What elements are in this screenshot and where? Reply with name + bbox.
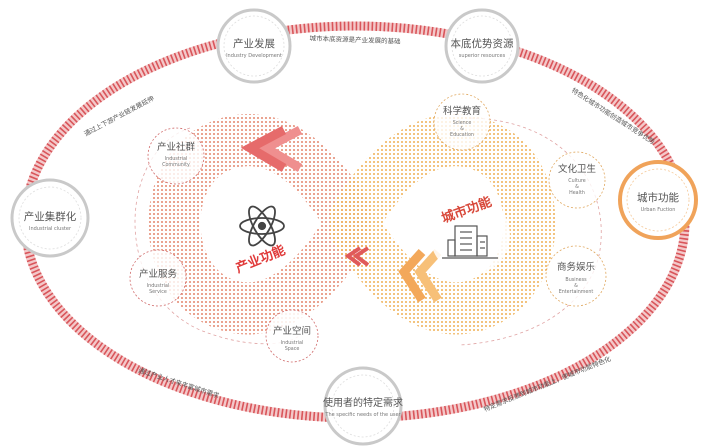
industry-service-cn: 产业服务	[139, 268, 178, 280]
node-industrial-cluster: 产业集群化 Industrial cluster	[10, 178, 90, 258]
node-industrial-cluster-cn: 产业集群化	[24, 210, 77, 223]
node-specific-needs: 使用者的特定需求 The specific needs of the user	[323, 366, 403, 446]
industry-space-cn: 产业空间	[273, 325, 311, 337]
city-lobe	[330, 114, 556, 335]
chevron-arrows-top-left	[240, 126, 303, 172]
city-education-cn: 科学教育	[443, 105, 481, 117]
city-culture-cn: 文化卫生	[558, 163, 597, 175]
city-business-en1: Business	[565, 277, 587, 283]
industry-item-service: 产业服务 Industrial Service	[129, 249, 187, 307]
atom-icon	[239, 205, 285, 247]
city-culture-en1: Culture	[568, 178, 586, 184]
city-culture-en2: &	[575, 184, 579, 190]
city-culture-en3: Health	[569, 190, 585, 196]
node-industry-development-cn: 产业发展	[233, 37, 275, 50]
city-item-education: 科学教育 Science & Education	[433, 93, 491, 151]
industry-space-en2: Space	[285, 346, 300, 352]
industry-service-en1: Industrial	[147, 283, 170, 289]
chevron-arrows-bottom-right	[398, 248, 442, 303]
node-industry-development-en: Industry Development	[226, 53, 282, 59]
node-superior-resources-cn: 本底优势资源	[451, 37, 514, 50]
industry-item-community: 产业社群 Industrial Community	[147, 127, 205, 185]
node-urban-function: 城市功能 Urban Fuction	[618, 160, 698, 240]
city-center: 城市功能	[430, 194, 510, 275]
node-industry-development: 产业发展 Industry Development	[216, 8, 292, 84]
building-icon	[442, 225, 498, 259]
industry-service-en2: Service	[149, 289, 167, 295]
industry-community-en1: Industrial	[165, 156, 188, 162]
city-business-en2: &	[574, 283, 578, 289]
city-item-culture: 文化卫生 Culture & Health	[548, 151, 606, 209]
ring-text-bottom-left: 通过产业人才来丰富城市需求	[137, 365, 221, 400]
industry-community-cn: 产业社群	[157, 141, 196, 153]
city-education-en1: Science	[453, 120, 472, 126]
node-urban-function-en: Urban Fuction	[641, 207, 676, 213]
industry-item-space: 产业空间 Industrial Space	[265, 309, 319, 363]
industry-space-en1: Industrial	[281, 340, 304, 346]
node-industrial-cluster-en: Industrial cluster	[29, 226, 72, 232]
ring-text-top: 城市本底资源是产业发展的基础	[309, 33, 401, 45]
city-education-en3: Education	[450, 132, 474, 138]
industry-center: 产业功能	[224, 190, 300, 276]
node-superior-resources-en: superior resources	[459, 53, 506, 59]
ring-text-bottom-right: 特定需求反馈到城市功能上，使城市功能特色化	[482, 354, 612, 414]
city-item-business: 商务娱乐 Business & Entertainment	[545, 245, 607, 307]
city-business-cn: 商务娱乐	[557, 261, 596, 273]
city-business-en3: Entertainment	[559, 289, 594, 295]
chevron-arrows-middle	[344, 246, 370, 267]
city-education-en2: &	[460, 126, 464, 132]
node-urban-function-cn: 城市功能	[637, 191, 679, 204]
industry-community-en2: Community	[162, 162, 190, 168]
node-specific-needs-en: The specific needs of the user	[324, 412, 401, 418]
node-superior-resources: 本底优势资源 superior resources	[444, 8, 520, 84]
node-specific-needs-cn: 使用者的特定需求	[323, 396, 403, 409]
